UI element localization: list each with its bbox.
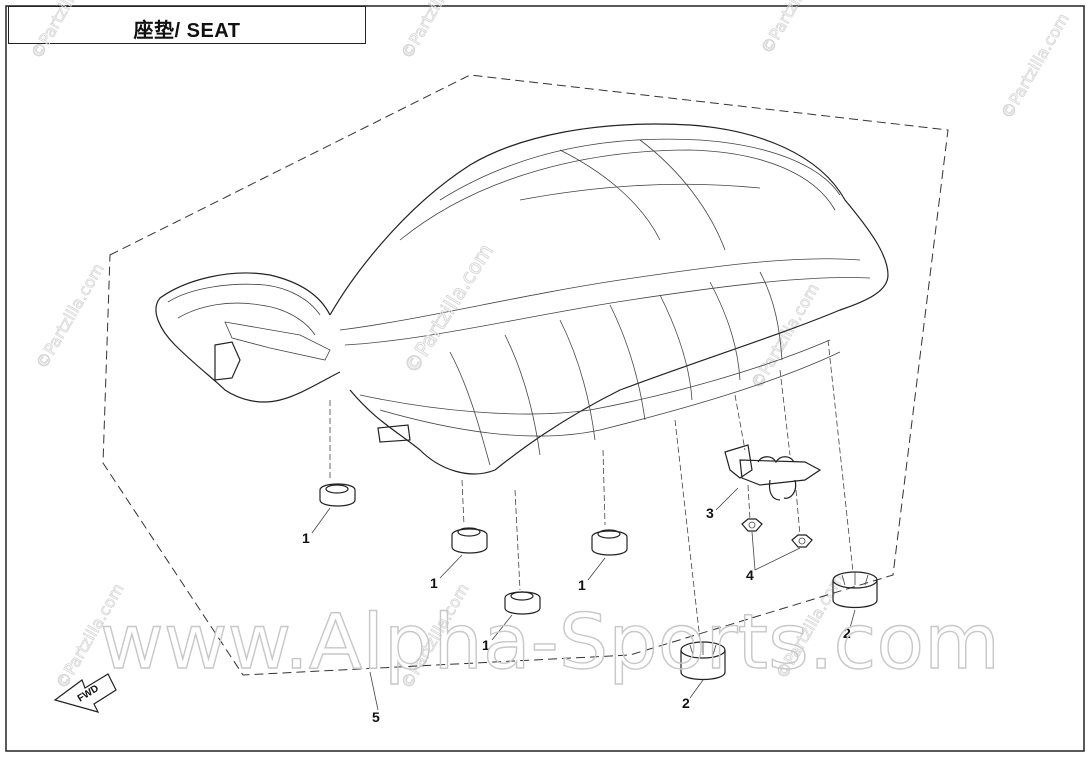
nut-part xyxy=(741,518,763,532)
grommet-part xyxy=(591,529,628,556)
callout-seat: 5 xyxy=(372,709,380,725)
page-title: 座垫/ SEAT xyxy=(133,20,241,42)
callout-cushion: 2 xyxy=(682,695,690,711)
title-box: 座垫/ SEAT xyxy=(8,6,366,44)
assembly-boundary xyxy=(102,74,949,676)
callout-cushion: 2 xyxy=(843,625,851,641)
watermark-text: ©Partzilla.com xyxy=(32,260,108,372)
watermark-text: ©Partzilla.com xyxy=(27,0,103,62)
callout-grommet: 1 xyxy=(302,530,310,546)
drawing-border xyxy=(5,5,1085,752)
callout-labels: 1 1 1 1 2 2 3 4 5 xyxy=(302,505,851,725)
watermark-group: ©Partzilla.com ©Partzilla.com ©Partzilla… xyxy=(27,0,1073,692)
watermark-text: ©Partzilla.com xyxy=(757,0,833,57)
cushion-part xyxy=(680,641,726,681)
callout-nut: 4 xyxy=(746,567,754,583)
grommet-part xyxy=(451,527,488,554)
nut-part xyxy=(791,534,813,548)
grommet-part xyxy=(504,591,541,615)
callout-grommet: 1 xyxy=(482,637,490,653)
callout-lock: 3 xyxy=(706,505,714,521)
leader-lines xyxy=(329,339,854,641)
seat-drawing xyxy=(155,123,889,475)
seat-lock-part xyxy=(724,444,822,501)
watermark-text: ©Partzilla.com xyxy=(399,239,498,377)
callout-grommet: 1 xyxy=(578,577,586,593)
watermark-text: ©Partzilla.com xyxy=(997,10,1073,122)
cushion-part xyxy=(832,571,878,609)
callout-leaders xyxy=(311,487,856,711)
watermark-text: ©Partzilla.com xyxy=(397,0,473,62)
watermark-banner: www.Alpha-Sports.com xyxy=(100,597,1000,686)
callout-grommet: 1 xyxy=(430,575,438,591)
grommet-part xyxy=(319,483,356,507)
